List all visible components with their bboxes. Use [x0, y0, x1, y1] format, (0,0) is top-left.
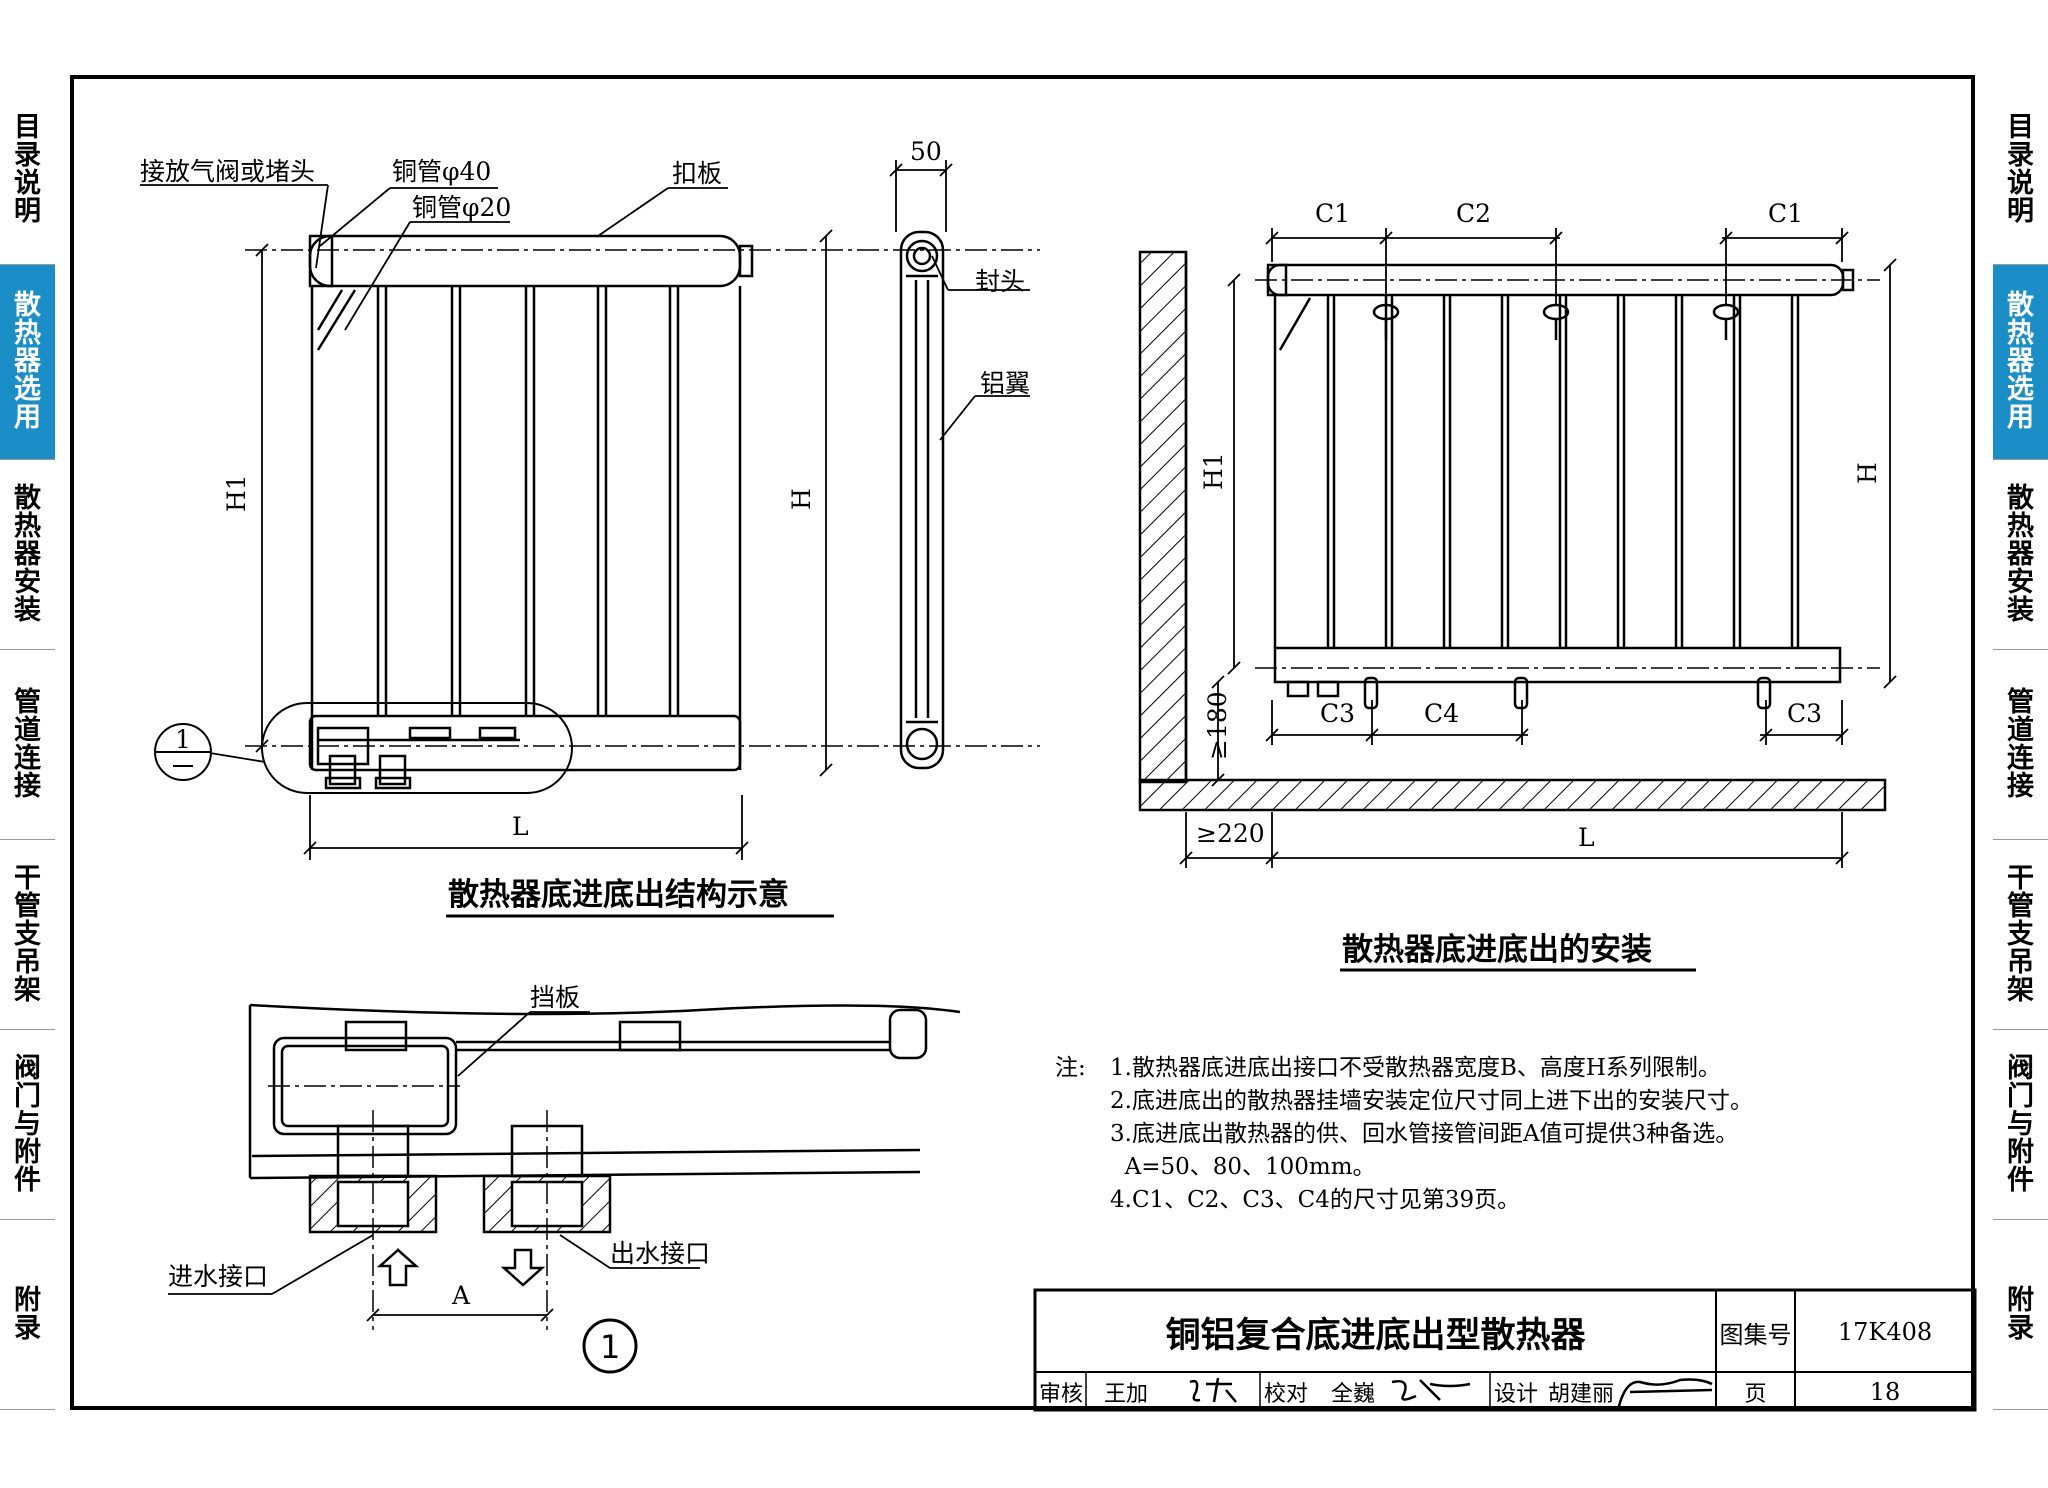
detail-labels: 挡板 进水接口 出水接口 A 1: [168, 983, 710, 1374]
checker-signature: [1391, 1379, 1471, 1401]
label-c2: C2: [1456, 199, 1491, 228]
label-c1b: C1: [1768, 199, 1803, 228]
detail-arrows: [376, 1247, 546, 1287]
notes-item-1: 1.散热器底进底出接口不受散热器宽度B、高度H系列限制。: [1110, 1055, 1721, 1081]
figure1-leaders: [140, 184, 1030, 763]
label-c1a: C1: [1315, 199, 1350, 228]
figure1-title: 散热器底进底出结构示意: [448, 877, 789, 913]
title-block-lines: [1033, 1288, 1977, 1412]
label-outlet: 出水接口: [610, 1239, 710, 1268]
label-fin: 铝翼: [980, 369, 1030, 398]
label-h1: H1: [1199, 452, 1228, 490]
figure1-centerlines: [245, 249, 1040, 747]
label-inlet: 进水接口: [168, 1262, 268, 1291]
notes-item-3: 3.底进底出散热器的供、回水管接管间距A值可提供3种备选。: [1110, 1121, 1739, 1147]
label-h: H: [1853, 462, 1882, 484]
detail-leaders: [168, 1011, 700, 1295]
figure2-labels: C1 C2 C1 H1 H C3 C4 C3 ≥180 ≥220 L 散热器底进…: [1196, 199, 1882, 968]
label-c3b: C3: [1787, 699, 1822, 728]
side-tab-right-3[interactable]: 散热器安装: [1993, 460, 2048, 650]
label-cover: 扣板: [672, 159, 722, 188]
label-w50: 50: [910, 137, 942, 166]
review-label: 审核: [1038, 1382, 1083, 1407]
label-c4: C4: [1424, 699, 1459, 728]
side-tab-left-2[interactable]: 散热器选用: [0, 265, 55, 460]
side-tab-right-1[interactable]: 目录说明: [1993, 75, 2048, 265]
side-tab-right-2[interactable]: 散热器选用: [1993, 265, 2048, 460]
label-l: L: [1578, 823, 1595, 852]
check-label: 校对: [1263, 1382, 1308, 1407]
atlas-label: 图集号: [1719, 1320, 1792, 1349]
outlet-arrow-shape-icon: [500, 1248, 546, 1287]
figure2-radiator: [1266, 263, 1855, 710]
label-detail-num: 1: [175, 725, 191, 754]
side-tab-left-6[interactable]: 阀门与附件: [0, 1030, 55, 1220]
detail-section: [248, 1003, 961, 1234]
label-vent: 接放气阀或堵头: [140, 157, 315, 186]
design-label: 设计: [1493, 1382, 1538, 1407]
checker-name: 全巍: [1330, 1382, 1375, 1407]
atlas-number: 17K408: [1837, 1318, 1933, 1346]
label-pipe40: 铜管φ40: [392, 157, 491, 186]
figure1-dimensions: [255, 160, 953, 860]
page-label: 页: [1744, 1382, 1767, 1407]
side-tab-right-5[interactable]: 干管支吊架: [1993, 840, 2048, 1030]
label-baffle: 挡板: [530, 983, 580, 1012]
detail-number-circle: [582, 1318, 638, 1374]
figure2-dimensions: [1179, 228, 1897, 868]
inlet-arrow-shape-icon: [376, 1248, 420, 1287]
side-tab-left-3[interactable]: 散热器安装: [0, 460, 55, 650]
figure1-detail-marker: [154, 723, 212, 781]
label-h: H: [787, 488, 816, 510]
drawing-frame: [70, 75, 1975, 1410]
label-detail-number: 1: [600, 1328, 620, 1366]
side-tab-left-5[interactable]: 干管支吊架: [0, 840, 55, 1030]
figure1-radiator-front: [261, 234, 754, 794]
side-tab-left-1[interactable]: 目录说明: [0, 75, 55, 265]
label-l: L: [512, 812, 529, 841]
designer-signature: [1616, 1378, 1713, 1411]
detail-centerlines: [268, 1085, 548, 1330]
side-tab-right-4[interactable]: 管道连接: [1993, 650, 2048, 840]
label-a: A: [451, 1281, 471, 1310]
notes-item-4: 4.C1、C2、C3、C4的尺寸见第39页。: [1110, 1187, 1521, 1213]
signature-marks: [1189, 1377, 1713, 1411]
reviewer-name: 王加: [1103, 1382, 1148, 1407]
side-tab-left-7[interactable]: 附录: [0, 1220, 55, 1410]
detail-a-dimension: [366, 1308, 554, 1322]
side-tab-left-4[interactable]: 管道连接: [0, 650, 55, 840]
notes-prefix: 注:: [1055, 1055, 1086, 1081]
side-tab-right-6[interactable]: 阀门与附件: [1993, 1030, 2048, 1220]
figure2-title: 散热器底进底出的安装: [1342, 932, 1652, 968]
figure2-centerlines: [1255, 279, 1880, 669]
figure1-labels: 接放气阀或堵头 铜管φ40 铜管φ20 扣板 封头 铝翼 50 H1 H L 1…: [140, 137, 1030, 913]
designer-name: 胡建丽: [1547, 1382, 1614, 1407]
label-cap: 封头: [975, 267, 1025, 296]
side-tab-right-7[interactable]: 附录: [1993, 1220, 2048, 1410]
label-h1: H1: [222, 474, 251, 512]
notes-item-3b: A=50、80、100mm。: [1110, 1154, 1376, 1180]
notes-item-2: 2.底进底出的散热器挂墙安装定位尺寸同上进下出的安装尺寸。: [1110, 1088, 1753, 1114]
label-c3a: C3: [1320, 699, 1355, 728]
drawing-title: 铜铝复合底进底出型散热器: [1165, 1315, 1586, 1356]
label-ge180: ≥180: [1203, 691, 1232, 760]
page-number: 18: [1869, 1378, 1901, 1406]
label-pipe20: 铜管φ20: [412, 193, 511, 222]
reviewer-signature: [1189, 1377, 1237, 1403]
figure2-wall: [1138, 250, 1887, 812]
label-ge220: ≥220: [1196, 819, 1265, 848]
figure1-side-view: [899, 230, 945, 770]
